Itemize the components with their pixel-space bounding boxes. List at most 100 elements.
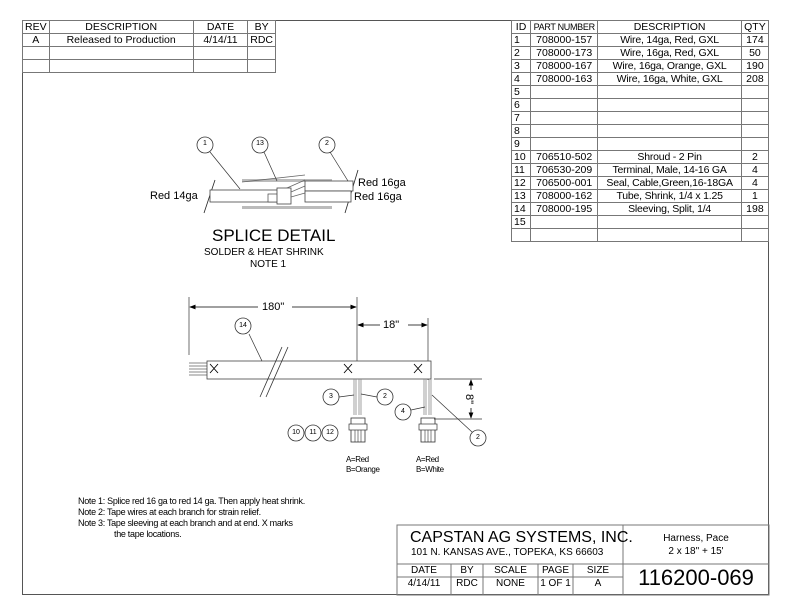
solder-joint <box>276 187 292 205</box>
size-value: A <box>594 578 602 589</box>
note-3-continued: the tape locations. <box>114 529 182 539</box>
heat-shrink-bottom <box>242 206 332 209</box>
bom-row: 6 <box>510 98 770 112</box>
scale-header: SCALE <box>494 565 527 576</box>
revision-row <box>22 59 276 73</box>
bom-description-cell: Wire, 16ga, White, GXL <box>597 72 742 86</box>
label-red-14ga: Red 14ga <box>150 190 198 202</box>
drawing-title-line1: Harness, Pace <box>663 533 729 544</box>
balloon-3 <box>322 388 340 406</box>
balloon-2-branch2-label: 2 <box>476 434 480 441</box>
notes: Note 1: Splice red 16 ga to red 14 ga. T… <box>78 496 305 540</box>
date-header: DATE <box>411 565 437 576</box>
balloon-2-branch2 <box>469 429 487 447</box>
label-red-16ga-top: Red 16ga <box>358 177 406 189</box>
splice-detail-note-ref: NOTE 1 <box>250 259 287 270</box>
drawing-border <box>22 20 769 595</box>
dim-18-label: 18" <box>383 319 400 331</box>
scale-value: NONE <box>496 578 525 589</box>
break-line-left <box>203 179 216 214</box>
note-2: Note 2: Tape wires at each branch for st… <box>78 507 261 517</box>
balloon-11 <box>304 424 322 442</box>
balloon-3-label: 3 <box>329 393 333 400</box>
revision-header-row: REV DESCRIPTION DATE BY <box>22 20 276 34</box>
wire-16ga-bottom <box>304 190 352 203</box>
by-value: RDC <box>456 578 478 589</box>
balloon-13-label: 13 <box>256 140 264 147</box>
bom-qty-cell: 208 <box>740 72 770 86</box>
connector-1-pin-a: A=Red <box>346 455 369 464</box>
wire-ends <box>189 362 208 376</box>
break-line-right <box>344 169 359 214</box>
connector-2-pin-b: B=White <box>416 465 444 474</box>
balloon-12-label: 12 <box>326 429 334 436</box>
rev-description-cell: Released to Production <box>48 33 194 47</box>
rev-description-header: DESCRIPTION <box>48 20 194 34</box>
label-red-16ga-bottom: Red 16ga <box>354 191 402 203</box>
balloon-2-branch1 <box>376 388 394 406</box>
drawing-title-line2: 2 x 18" + 15' <box>668 546 724 557</box>
splice-detail-subtitle: SOLDER & HEAT SHRINK <box>204 247 324 258</box>
balloon-11-label: 11 <box>309 429 317 436</box>
splice-detail-drawing <box>196 136 359 214</box>
balloon-13 <box>251 136 269 154</box>
tape-marks <box>209 363 423 374</box>
balloon-2-label: 2 <box>325 140 329 147</box>
bom-part-number-cell: 708000-157 <box>530 33 599 47</box>
balloon-14 <box>234 317 252 335</box>
connector-2-pin-a: A=Red <box>416 455 439 464</box>
size-header: SIZE <box>586 565 610 576</box>
note-1: Note 1: Splice red 16 ga to red 14 ga. T… <box>78 496 305 506</box>
connector-1 <box>348 417 368 443</box>
date-value: 4/14/11 <box>407 578 441 589</box>
balloon-2-branch1-label: 2 <box>383 393 387 400</box>
harness-drawing <box>188 297 487 447</box>
dim-180-label: 180" <box>262 301 285 313</box>
title-block-frame <box>396 524 770 596</box>
bom-header-row: ID PART NUMBER DESCRIPTION QTY <box>510 20 770 34</box>
bom-qty-header: QTY <box>740 20 770 34</box>
by-header: BY <box>460 565 474 576</box>
balloon-10 <box>287 424 305 442</box>
wire-16ga-top <box>304 180 354 192</box>
balloon-12 <box>321 424 339 442</box>
break-mark <box>259 346 283 398</box>
bom-qty-cell: 4 <box>740 176 770 190</box>
heat-shrink-top <box>242 179 332 182</box>
balloon-1 <box>196 136 214 154</box>
page-header: PAGE <box>541 565 570 576</box>
page-value: 1 OF 1 <box>540 578 571 589</box>
drawing-number: 116200-069 <box>638 565 754 590</box>
balloon-10-label: 10 <box>292 429 300 436</box>
bom-row <box>510 228 770 242</box>
connector-2 <box>418 417 438 443</box>
note-3: Note 3: Tape sleeving at each branch and… <box>78 518 293 528</box>
company-address: 101 N. KANSAS AVE., TOPEKA, KS 66603 <box>411 547 604 558</box>
bom-description-cell: Terminal, Male, 14-16 GA <box>597 163 742 177</box>
balloon-2 <box>318 136 336 154</box>
bom-part-number-cell: 708000-162 <box>530 189 599 203</box>
connector-1-pin-b: B=Orange <box>346 465 380 474</box>
bom-part-number-cell: 708000-173 <box>530 46 599 60</box>
bom-qty-cell: 190 <box>740 59 770 73</box>
bom-part-number-cell: 708000-195 <box>530 202 599 216</box>
bom-qty-cell <box>740 228 770 242</box>
balloon-14-label: 14 <box>239 322 247 329</box>
bom-description-cell: Tube, Shrink, 1/4 x 1.25 <box>597 189 742 203</box>
balloon-4 <box>394 403 412 421</box>
company-name: CAPSTAN AG SYSTEMS, INC. <box>410 529 633 546</box>
splice-detail-title: SPLICE DETAIL <box>212 226 336 245</box>
bom-part-number-cell <box>530 228 599 242</box>
balloon-1-label: 1 <box>203 140 207 147</box>
bom-part-number-cell: 708000-167 <box>530 59 599 73</box>
sleeving <box>206 360 432 380</box>
dim-8-label: 8" <box>463 393 476 405</box>
revision-block: REV DESCRIPTION DATE BY A Released to Pr… <box>22 20 276 73</box>
